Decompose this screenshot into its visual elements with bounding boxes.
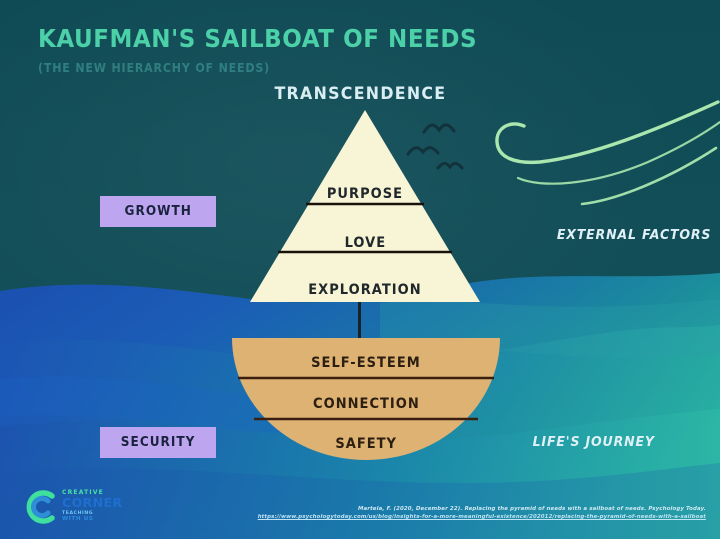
hull-group: SELF-ESTEEM CONNECTION SAFETY	[232, 338, 500, 460]
logo-c-icon	[26, 490, 55, 524]
mast	[358, 300, 361, 342]
badge-growth: GROWTH	[100, 196, 216, 227]
peak-label: TRANSCENDENCE	[0, 84, 720, 104]
logo-line-4: WITH US	[62, 516, 94, 523]
hull-semicircle	[232, 338, 500, 460]
page-title: KAUFMAN'S SAILBOAT OF NEEDS	[38, 24, 478, 53]
birds-icon	[406, 123, 464, 170]
citation-url[interactable]: https://www.psychologytoday.com/us/blog/…	[257, 514, 706, 520]
caption-external-factors: EXTERNAL FACTORS	[551, 227, 717, 243]
caption-external-factors-text: EXTERNAL FACTORS	[556, 227, 712, 243]
logo-outer-arc	[26, 490, 55, 524]
wind-line-1	[495, 100, 720, 165]
logo-inner-arc	[31, 496, 51, 518]
bird-2	[422, 123, 456, 134]
logo-line-2: CORNER	[62, 495, 123, 510]
sail-group: PURPOSE LOVE EXPLORATION	[250, 110, 480, 302]
water-foam-streak-2	[0, 376, 300, 435]
wind-line-2	[516, 120, 720, 185]
logo-line-1: CREATIVE	[62, 489, 104, 496]
logo-wordmark: CREATIVE CORNER TEACHING WITH US	[62, 490, 122, 523]
peak-label-text: TRANSCENDENCE	[274, 84, 446, 104]
water-foam-streak-3	[0, 463, 720, 539]
logo-line-3: TEACHING	[62, 510, 94, 516]
wind-swirl-icon	[495, 100, 720, 206]
hull-shape	[232, 338, 500, 460]
bird-1	[406, 146, 440, 156]
title-block: KAUFMAN'S SAILBOAT OF NEEDS (THE NEW HIE…	[38, 24, 515, 76]
brand-logo[interactable]: CREATIVE CORNER TEACHING WITH US	[18, 487, 126, 527]
caption-lifes-journey: LIFE'S JOURNEY	[528, 434, 659, 450]
page-subtitle: (THE NEW HIERARCHY OF NEEDS)	[38, 61, 271, 76]
sail-triangle	[250, 110, 480, 302]
citation-text: Martela, F. (2020, December 22). Replaci…	[357, 506, 706, 512]
sail-shape	[250, 110, 480, 302]
caption-lifes-journey-text: LIFE'S JOURNEY	[532, 434, 655, 450]
badge-security: SECURITY	[100, 427, 216, 458]
badge-growth-label: GROWTH	[124, 204, 192, 219]
bird-3	[436, 161, 464, 170]
badge-security-label: SECURITY	[120, 435, 196, 450]
wind-line-3	[580, 146, 718, 206]
